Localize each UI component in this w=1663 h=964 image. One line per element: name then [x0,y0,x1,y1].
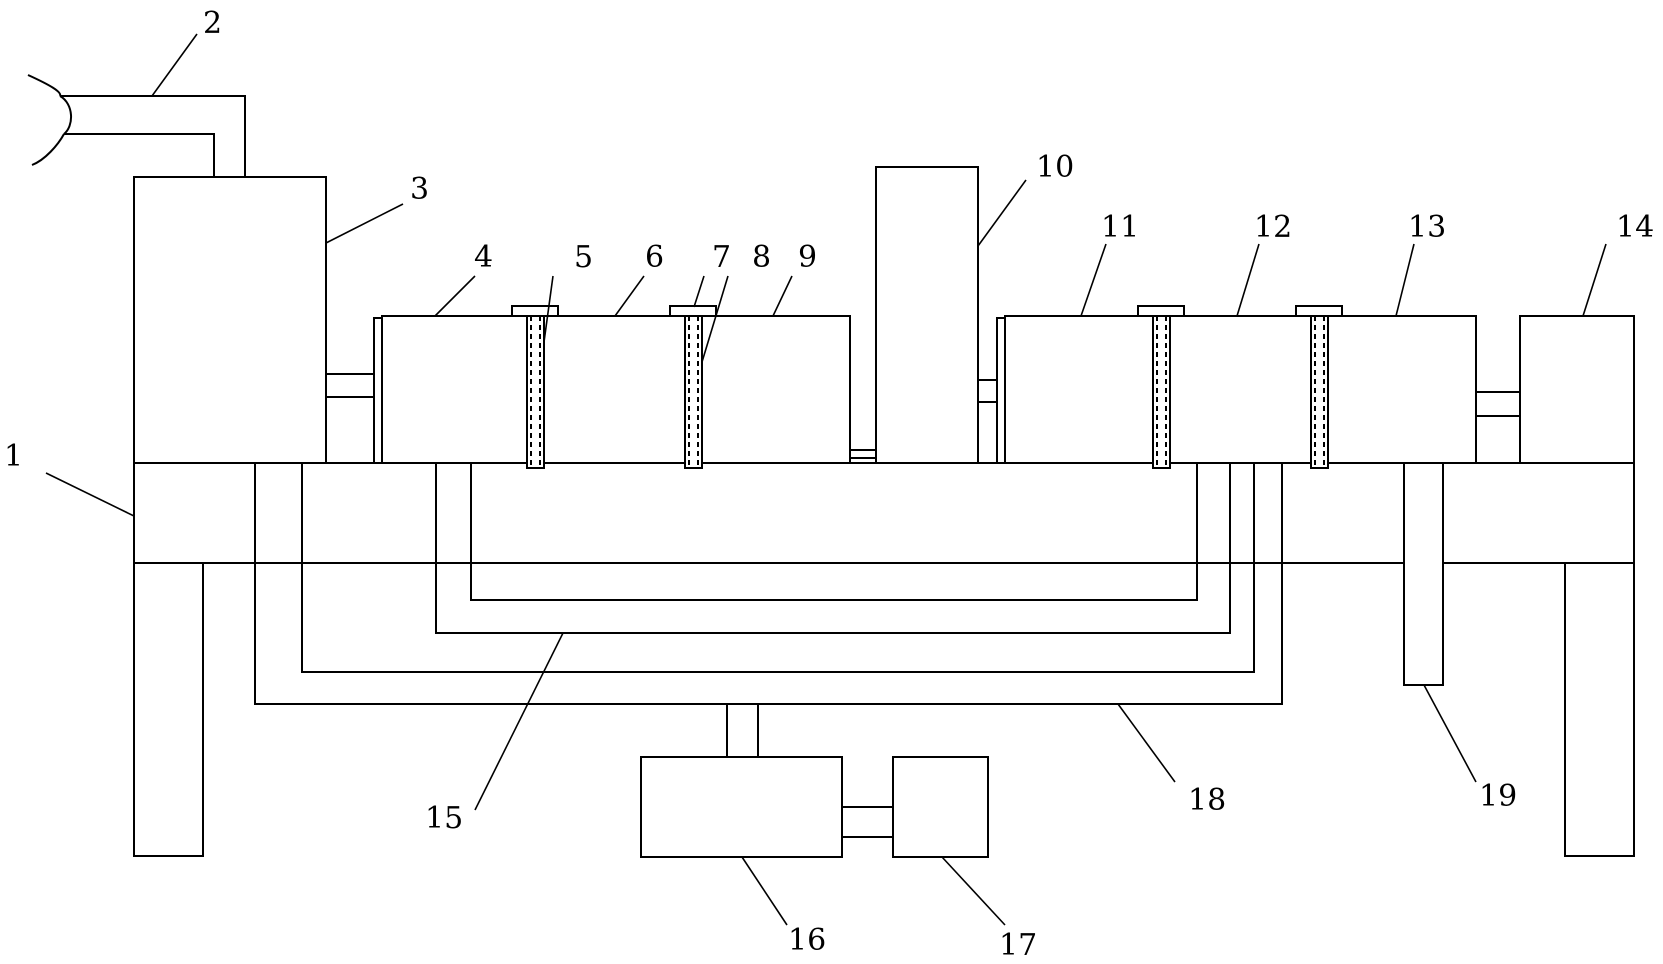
filter-screen-d [1295,305,1343,469]
outer-u-pipe [254,463,1283,705]
label-1: 1 [4,439,23,474]
filter-screen-a [511,305,559,469]
inner-u-pipe [435,463,1231,634]
connector-13-14 [1476,391,1520,417]
label-7: 7 [712,240,731,275]
label-10: 10 [1036,150,1074,185]
filter-screen-b [669,305,717,469]
label-17: 17 [999,928,1037,963]
filter-screen-c [1137,305,1185,469]
inlet-pipe [27,74,246,177]
hopper [133,176,327,464]
motor [892,756,989,858]
right-tank [1004,315,1477,464]
left-tank [381,315,851,464]
label-6: 6 [645,240,664,275]
label-4: 4 [474,240,493,275]
label-12: 12 [1254,210,1292,245]
label-14: 14 [1616,210,1654,245]
pump-assembly [640,704,989,858]
label-18: 18 [1188,783,1226,818]
connector-9-10 [850,449,876,459]
label-5: 5 [574,240,593,275]
label-2: 2 [203,6,222,41]
label-11: 11 [1101,210,1139,245]
drain-pipe [1403,462,1444,686]
part-labels: 1 2 3 4 5 6 7 8 9 10 11 12 13 14 15 16 1… [4,6,1654,963]
connector-3-4 [326,317,383,464]
table-beam [133,462,1635,564]
label-15: 15 [425,801,463,836]
frame-table [133,462,1635,857]
table-leg-right [1564,562,1635,857]
leader-lines [45,33,1607,926]
label-3: 3 [410,172,429,207]
label-19: 19 [1479,779,1517,814]
outlet-box [1519,315,1635,464]
label-8: 8 [752,240,771,275]
table-leg-left [133,562,204,857]
tall-column [875,166,979,464]
connector-10-11 [978,317,1006,464]
pump [640,756,843,858]
label-9: 9 [798,240,817,275]
label-13: 13 [1408,210,1446,245]
label-16: 16 [788,923,826,958]
